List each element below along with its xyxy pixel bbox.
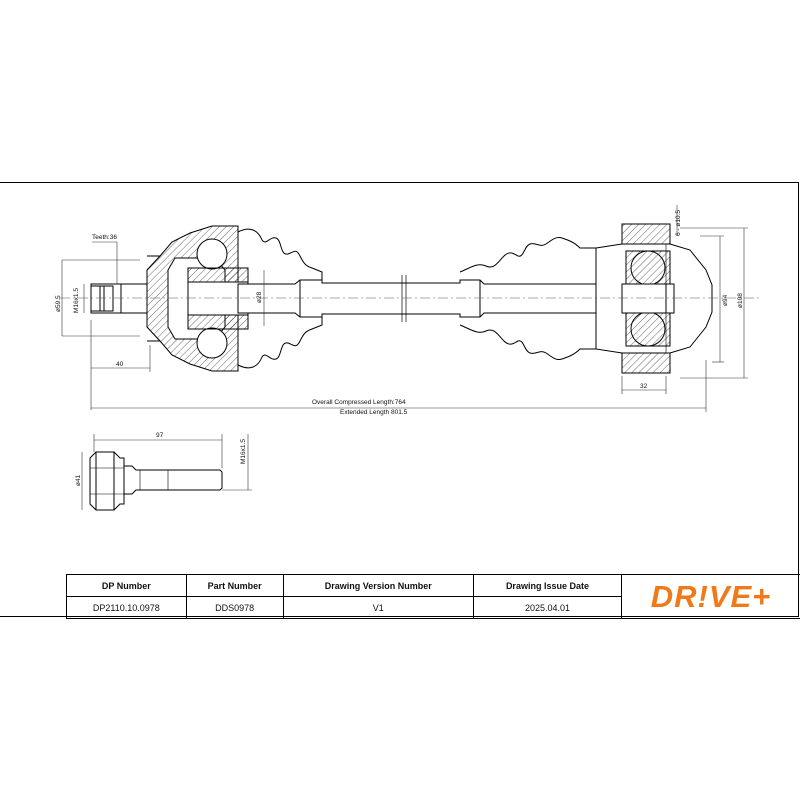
drive-logo: DR!VE+ — [650, 578, 772, 614]
extended-length-label: Extended Length 801.5 — [340, 409, 408, 416]
bolt-dimension-lines — [81, 434, 252, 510]
left-cv-joint — [146, 225, 249, 372]
main-shaft — [237, 275, 626, 322]
len-40-label: 40 — [116, 361, 124, 368]
overall-compressed-label: Overall Compressed Length:764 — [312, 399, 406, 406]
title-table: DP Number Part Number Drawing Version Nu… — [66, 574, 623, 619]
thread-left-label: M16x1.5 — [73, 288, 80, 313]
dia-59-label: ø59.5 — [55, 295, 62, 312]
left-stub-shaft — [90, 283, 148, 314]
dia-108-label: ø108 — [737, 293, 744, 308]
header-part-number: Part Number — [185, 574, 284, 597]
header-drawing-version: Drawing Version Number — [282, 574, 474, 597]
right-cv-joint — [595, 223, 713, 374]
header-dp-number: DP Number — [66, 574, 187, 597]
teeth-label: Teeth:36 — [92, 234, 117, 241]
dia-28-label: ø28 — [256, 291, 263, 303]
value-drawing-version: V1 — [282, 596, 474, 619]
dia-94-label: ø94 — [722, 294, 729, 306]
holes-label: 6 - ø10.5 — [675, 210, 682, 236]
value-issue-date: 2025.04.01 — [472, 596, 623, 619]
header-issue-date: Drawing Issue Date — [472, 574, 623, 597]
value-dp-number: DP2110.10.0978 — [66, 596, 187, 619]
dimension-lines — [61, 205, 748, 412]
bolt-len-97-label: 97 — [156, 432, 164, 439]
bolt-thread-label: M16x1.5 — [240, 439, 247, 464]
title-block: DP Number Part Number Drawing Version Nu… — [66, 574, 800, 619]
bolt-detail — [89, 451, 223, 511]
logo-box: DR!VE+ — [622, 574, 800, 619]
right-boot — [459, 237, 596, 360]
value-part-number: DDS0978 — [185, 596, 284, 619]
left-boot — [237, 228, 323, 369]
bolt-dia-41-label: ø41 — [75, 474, 82, 486]
len-32-label: 32 — [640, 383, 648, 390]
